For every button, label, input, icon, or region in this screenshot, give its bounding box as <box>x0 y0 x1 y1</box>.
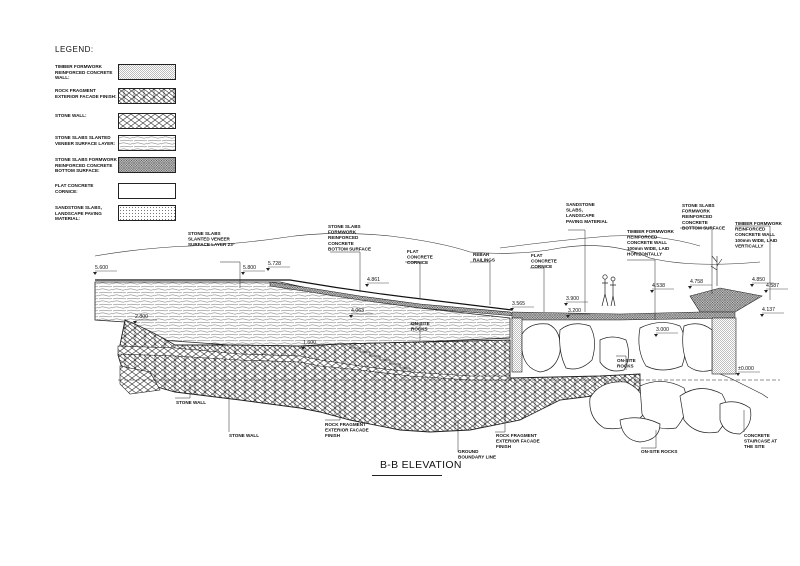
level-marker-icon <box>510 308 514 311</box>
onsite-rocks-lower <box>589 381 752 443</box>
terrain-outline-2 <box>499 235 701 249</box>
legend-item: SANDSTONE SLABS, LANDSCAPE PAVING MATERI… <box>55 205 180 225</box>
level-marker-icon <box>241 272 245 275</box>
timber-wall-left <box>511 317 523 373</box>
legend-item: STONE WALL: <box>55 113 180 133</box>
level-marker-icon <box>133 321 137 324</box>
level-marker-icon <box>365 284 369 287</box>
level-marker-icon <box>750 284 754 287</box>
legend-item-label: STONE WALL: <box>55 113 87 118</box>
timber-wall-right <box>711 317 737 375</box>
level-value: 4.137 <box>762 307 775 313</box>
level-marker-icon <box>764 290 768 293</box>
level-value: 4.587 <box>766 283 779 289</box>
level-marker-icon <box>688 286 692 289</box>
drawing-title-underline <box>372 475 442 476</box>
legend-item: TIMBER FORMWORK REINFORCED CONCRETE WALL… <box>55 64 180 84</box>
legend-title: LEGEND: <box>55 45 94 54</box>
leader-lines <box>175 225 771 452</box>
level-marker-icon <box>349 315 353 318</box>
level-value: ±0.000 <box>738 366 754 372</box>
level-value: 4.538 <box>652 283 665 289</box>
level-value: 1.600 <box>303 340 316 346</box>
legend-item-label: SANDSTONE SLABS, LANDSCAPE PAVING MATERI… <box>55 205 102 222</box>
legend-swatch-slanted <box>118 135 176 151</box>
legend-swatch-rock <box>118 88 176 104</box>
level-marker-icon <box>566 315 570 318</box>
level-value: 2.800 <box>135 314 148 320</box>
level-marker-icon <box>736 373 740 376</box>
legend-swatch-blank <box>118 183 176 199</box>
right-slab <box>511 311 736 321</box>
legend-swatch-timber <box>118 64 176 80</box>
legend-item-label: ROCK FRAGMENT EXTERIOR FACADE FINISH: <box>55 88 117 99</box>
legend-item-label: FLAT CONCRETE CORNICE: <box>55 183 94 194</box>
legend-item-label: STONE SLABS FORMWORK REINFORCED CONCRETE… <box>55 157 117 174</box>
terrain-outline <box>94 233 761 265</box>
onsite-rocks-upper <box>521 322 713 373</box>
level-value: 3.565 <box>512 301 525 307</box>
drawing-title: B-B ELEVATION <box>380 459 462 471</box>
annotation-stone-wall-2: STONE WALL <box>229 433 259 438</box>
level-marker-icon <box>266 268 270 271</box>
level-marker-icon <box>301 347 305 350</box>
level-marker-icon <box>93 272 97 275</box>
level-markers: 5.600 5.800 5.728 4.861 4.063 2.800 1.600 3.565… <box>93 261 788 376</box>
level-value: 4.758 <box>690 279 703 285</box>
level-value: 5.800 <box>243 265 256 271</box>
legend-item: FLAT CONCRETE CORNICE: <box>55 183 180 203</box>
level-value: 4.063 <box>351 308 364 314</box>
rock-fragment-facade <box>117 319 641 433</box>
level-value: 3.000 <box>656 327 669 333</box>
level-value: 5.728 <box>268 261 281 267</box>
level-marker-icon <box>760 314 764 317</box>
human-figures <box>601 274 616 307</box>
legend-swatch-stonewall <box>118 113 176 129</box>
level-marker-icon <box>650 290 654 293</box>
legend-item-label: TIMBER FORMWORK REINFORCED CONCRETE WALL… <box>55 64 113 81</box>
legend-swatch-dots <box>118 205 176 221</box>
legend-swatch-dense <box>118 157 176 173</box>
level-marker-icon <box>654 334 658 337</box>
right-canopy <box>689 287 763 313</box>
legend-item-label: STONE SLABS SLANTED VENEER SURFACE LAYER… <box>55 135 116 146</box>
level-marker-icon <box>564 303 568 306</box>
level-value: 4.850 <box>752 277 765 283</box>
level-value: 5.600 <box>95 265 108 271</box>
level-value: 4.861 <box>367 277 380 283</box>
level-value: 3.200 <box>568 308 581 314</box>
legend-item: STONE SLABS SLANTED VENEER SURFACE LAYER… <box>55 135 180 155</box>
staircase-left <box>340 343 411 372</box>
staircase-right <box>719 373 769 399</box>
legend-item: ROCK FRAGMENT EXTERIOR FACADE FINISH: <box>55 88 180 108</box>
annotation-stone-wall-1: STONE WALL <box>176 400 206 405</box>
level-value: 3.900 <box>566 296 579 302</box>
tree <box>710 255 723 286</box>
legend-item: STONE SLABS FORMWORK REINFORCED CONCRETE… <box>55 157 180 177</box>
annotation-onsite-rocks-3: ON-SITE ROCKS <box>641 449 678 454</box>
